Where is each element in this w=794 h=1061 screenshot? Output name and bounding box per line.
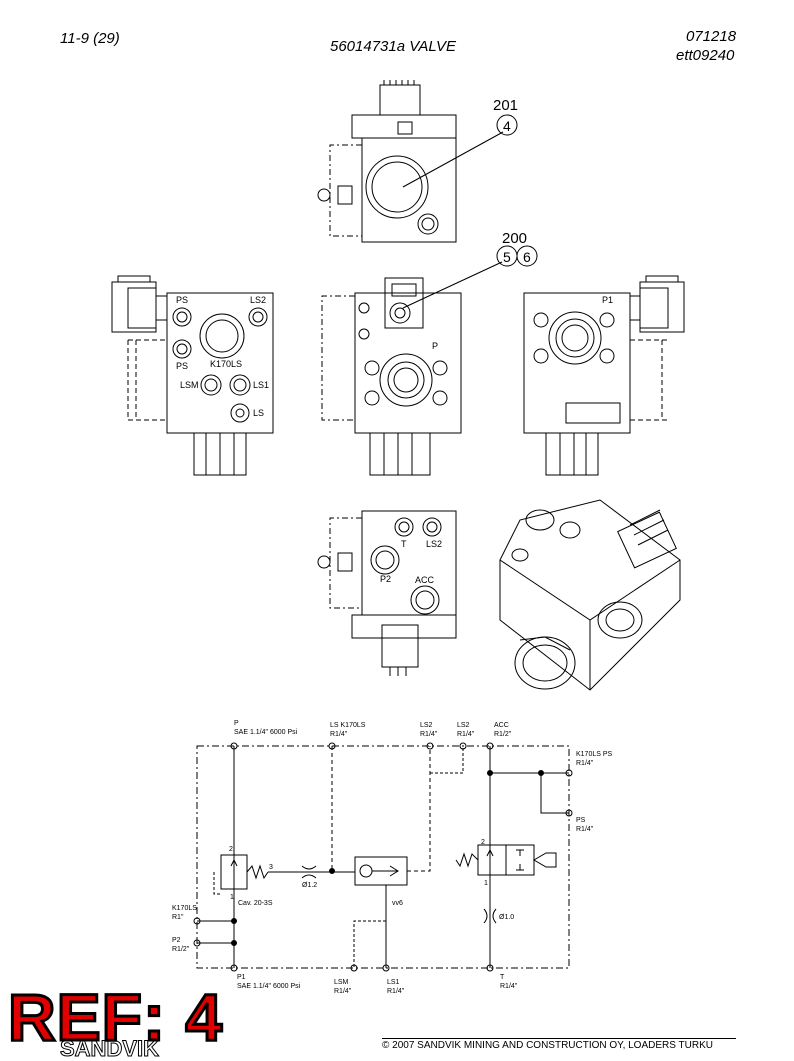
schem-port-spec: R1/4"	[330, 731, 348, 738]
schem-port-spec: R1/4"	[500, 983, 518, 990]
pin-number: 3	[269, 864, 273, 871]
schem-port-spec: R1/4"	[457, 731, 475, 738]
schem-port-name: LS1	[387, 979, 400, 986]
schem-port-spec: SAE 1.1/4" 6000 Psi	[237, 983, 301, 990]
schem-port-name: LSM	[334, 979, 349, 986]
schem-port-name: P	[234, 720, 239, 727]
port-label: LSM	[180, 380, 199, 390]
footer-divider	[382, 1038, 736, 1039]
left-view	[111, 275, 274, 476]
port-label: PS	[176, 361, 188, 371]
port-label: LS	[253, 408, 264, 418]
copyright-text: © 2007 SANDVIK MINING AND CONSTRUCTION O…	[382, 1040, 713, 1051]
orifice-label: Ø1.2	[302, 882, 317, 889]
orifice-label: Ø1.0	[499, 914, 514, 921]
pin-number: 2	[229, 846, 233, 853]
port-label: K170LS	[210, 359, 242, 369]
schem-port-spec: SAE 1.1/4" 6000 Psi	[234, 729, 298, 736]
hydraulic-schematic	[193, 742, 573, 972]
port-label: P2	[380, 574, 391, 584]
schem-port-name: P2	[172, 937, 181, 944]
schem-port-name: LS2	[420, 722, 433, 729]
schem-port-spec: R1/4"	[576, 760, 594, 767]
pin-number: 1	[230, 894, 234, 901]
page-title: 56014731a VALVE	[330, 38, 456, 55]
schem-port-spec: R1/4"	[334, 988, 352, 995]
pin-number: 1	[484, 880, 488, 887]
schem-port-spec: R1"	[172, 914, 184, 921]
callout-201-item: 4	[503, 118, 511, 134]
schem-port-name: LS2	[457, 722, 470, 729]
isometric-view	[499, 499, 681, 691]
schem-port-name: K170LS	[172, 905, 197, 912]
port-label: LS2	[250, 295, 266, 305]
drawing-code: ett09240	[676, 47, 735, 64]
callout-200-item-a: 5	[503, 249, 511, 265]
schem-port-name: LS K170LS	[330, 722, 366, 729]
port-label: T	[401, 539, 407, 549]
schem-port-name: ACC	[494, 722, 509, 729]
schem-port-spec: R1/2"	[172, 946, 190, 953]
port-label: P	[432, 341, 438, 351]
port-label: ACC	[415, 575, 435, 585]
port-label: LS1	[253, 380, 269, 390]
ref-label: REF: 4	[6, 980, 224, 1054]
drawing-date: 071218	[686, 28, 737, 45]
schem-port-spec: R1/4"	[420, 731, 438, 738]
port-label: P1	[602, 295, 613, 305]
pin-number: 2	[481, 839, 485, 846]
page-ref: 11-9 (29)	[60, 30, 120, 47]
schem-port-spec: R1/4"	[576, 826, 594, 833]
schem-port-name: K170LS PS	[576, 751, 613, 758]
schem-port-spec: R1/2"	[494, 731, 512, 738]
port-label: LS2	[426, 539, 442, 549]
schem-port-name: PS	[576, 817, 586, 824]
bottom-view	[317, 510, 457, 676]
cartridge-label: Cav. 20-3S	[238, 900, 273, 907]
callout-201: 201	[493, 97, 518, 114]
schem-port-name: P1	[237, 974, 246, 981]
right-view	[523, 275, 685, 476]
front-view	[321, 245, 538, 476]
schem-port-spec: R1/4"	[387, 988, 405, 995]
callout-200-item-b: 6	[523, 249, 531, 265]
shuttle-label: vv6	[392, 900, 403, 907]
callout-200: 200	[502, 230, 527, 247]
top-view	[317, 80, 518, 243]
schem-port-name: T	[500, 974, 505, 981]
port-label: PS	[176, 295, 188, 305]
